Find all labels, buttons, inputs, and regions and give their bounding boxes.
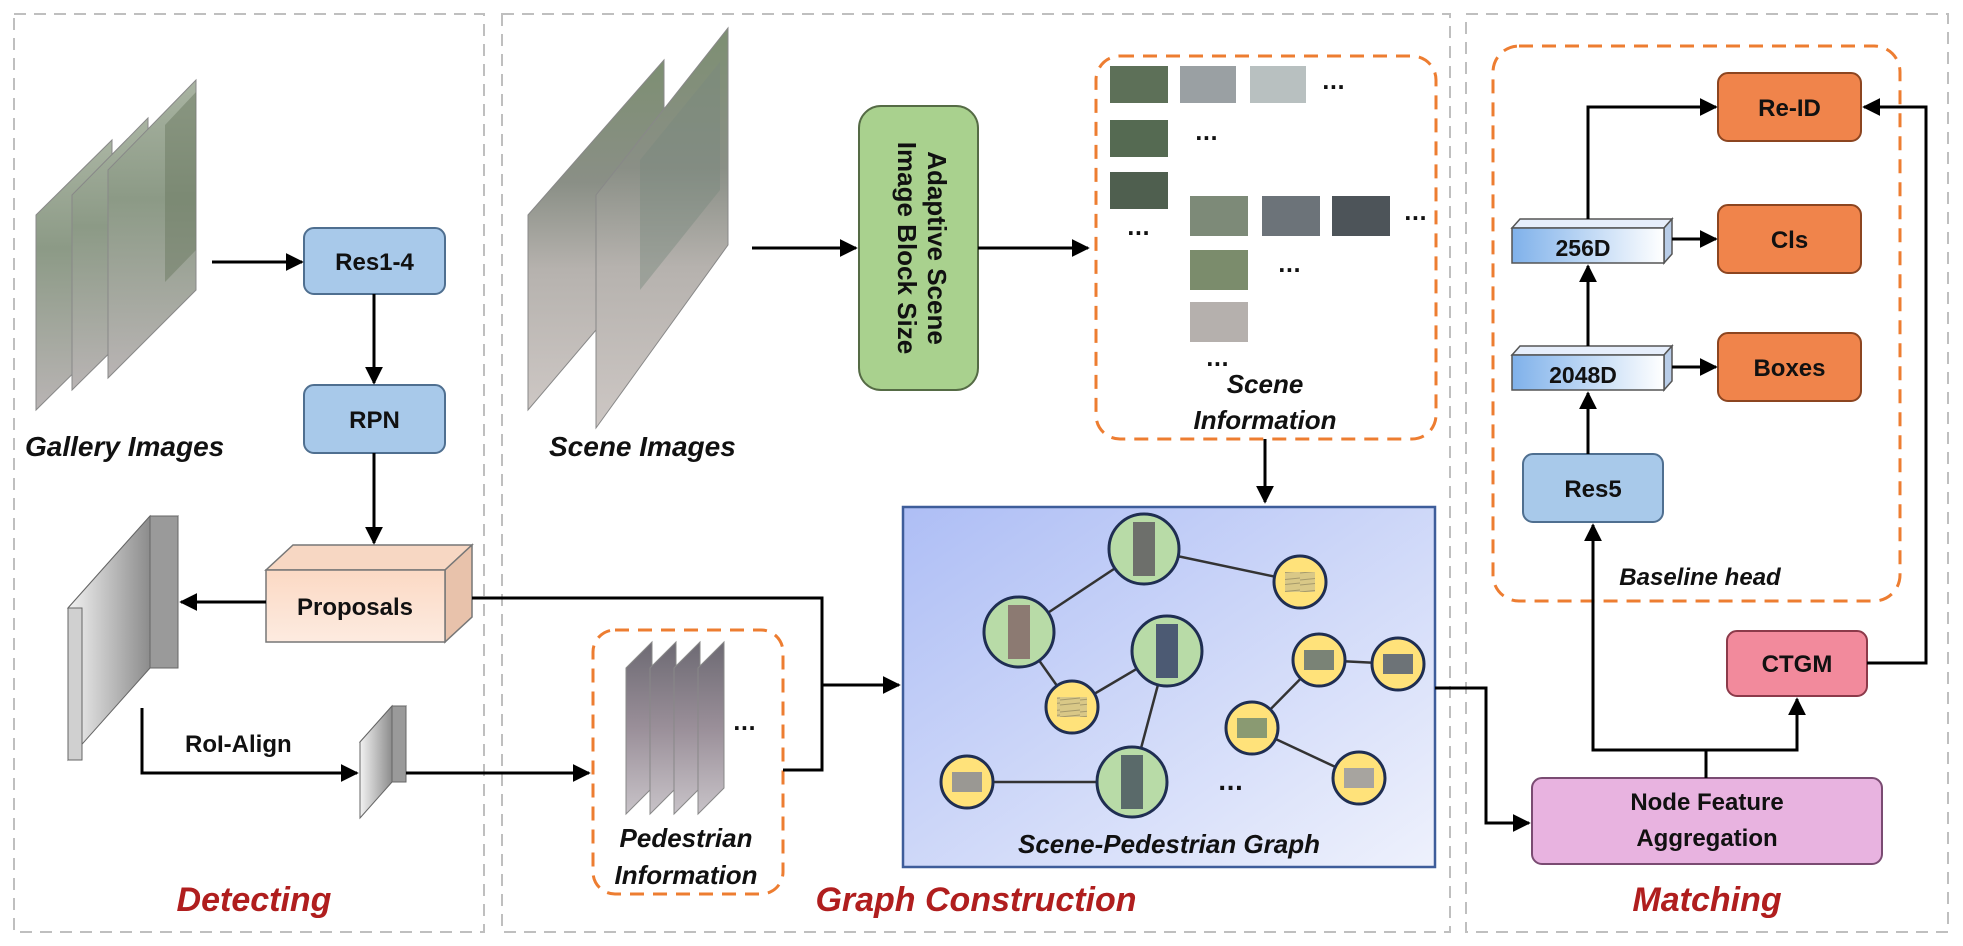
matching-panel: [1465, 13, 1949, 933]
res5-label: Res5: [1564, 476, 1621, 503]
pedestrian-information-line1: Pedestrian: [620, 823, 753, 853]
reid-label: Re-ID: [1758, 95, 1821, 122]
pedestrian-information-box: [591, 628, 785, 896]
adaptive-line2: Image Block Size: [892, 142, 922, 354]
reid-box: [1717, 72, 1862, 142]
svg-text:...: ...: [1322, 70, 1345, 94]
gallery-images-label: Gallery Images: [25, 431, 224, 462]
scene-node: [1331, 750, 1387, 806]
scene-information-line2: Information: [1194, 405, 1337, 435]
boxes-label: Boxes: [1753, 355, 1825, 382]
cls-label: Cls: [1771, 227, 1808, 254]
svg-text:...: ...: [1206, 347, 1229, 371]
nfa-line2: Aggregation: [1636, 825, 1777, 852]
pedestrian-node: [982, 595, 1056, 669]
scene-images-stack: [527, 26, 729, 430]
ctgm-label: CTGM: [1762, 651, 1833, 678]
gallery-images-stack: [35, 78, 197, 412]
scene-node: [1272, 554, 1328, 610]
scene-images-label: Scene Images: [549, 431, 736, 462]
baseline-head-label: Baseline head: [1619, 564, 1782, 591]
section-graph-construction-title: Graph Construction: [815, 881, 1136, 919]
graph-nodes: [939, 512, 1426, 819]
scene-pedestrian-graph-label: Scene-Pedestrian Graph: [1018, 829, 1320, 859]
svg-text:...: ...: [733, 711, 756, 735]
svg-text:...: ...: [1127, 216, 1150, 240]
scene-blocks: ... ... ... ... ... ...: [1110, 66, 1427, 371]
scene-information-line1: Scene: [1227, 369, 1304, 399]
dim-2048d-label: 2048D: [1549, 362, 1617, 388]
dim-256d-label: 256D: [1556, 235, 1611, 261]
svg-text:...: ...: [1195, 121, 1218, 145]
section-detecting-title: Detecting: [177, 881, 332, 919]
adaptive-line1: Adaptive Scene: [922, 151, 952, 345]
svg-text:...: ...: [1404, 201, 1427, 225]
feature-2048d: [1510, 344, 1674, 392]
section-matching-title: Matching: [1632, 881, 1781, 919]
roi-feature-slab: [358, 704, 408, 820]
svg-text:...: ...: [1278, 253, 1301, 277]
proposals-label: Proposals: [297, 594, 413, 621]
res5-box: [1522, 453, 1664, 523]
cls-box: [1717, 204, 1862, 274]
feature-256d: [1510, 217, 1674, 265]
scene-node: [1291, 632, 1347, 688]
scene-information-box: [1094, 54, 1438, 441]
scene-node: [1224, 700, 1280, 756]
boxes-box: [1717, 332, 1862, 402]
scene-node: [939, 754, 995, 810]
pedestrian-node: [1130, 614, 1204, 688]
pedestrian-node: [1095, 745, 1169, 819]
rpn-label: RPN: [349, 407, 400, 434]
pedestrian-node: [1107, 512, 1181, 586]
nfa-line1: Node Feature: [1630, 789, 1783, 816]
proposals-box: [264, 543, 474, 644]
res1-4-label: Res1-4: [335, 249, 414, 276]
detecting-panel: [13, 13, 485, 933]
pedestrian-information-line2: Information: [615, 860, 758, 890]
feature-map-slab: [66, 514, 180, 762]
pedestrian-crops: ...: [625, 640, 756, 816]
baseline-head-box: [1491, 44, 1902, 603]
scene-node: [1370, 636, 1426, 692]
graph-ellipsis: ...: [1218, 771, 1243, 796]
scene-node: [1044, 679, 1100, 735]
graph-construction-panel: [501, 13, 1451, 933]
roi-align-label: RoI-Align: [185, 731, 292, 758]
